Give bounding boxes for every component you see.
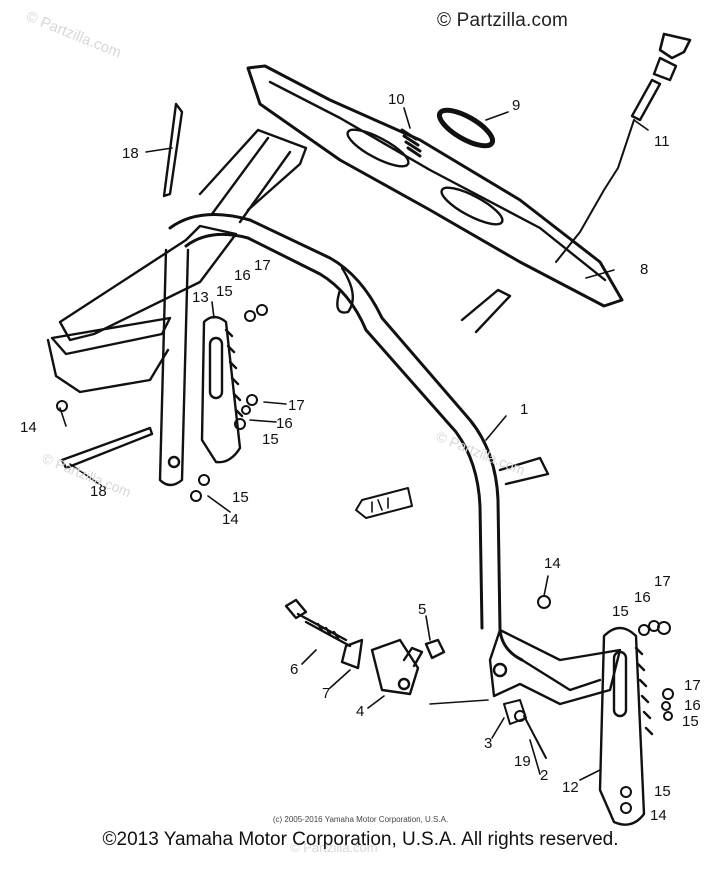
fasteners [56, 304, 674, 814]
callout-16-d: 16 [684, 697, 701, 714]
callout-10: 10 [388, 91, 405, 108]
part-1-handle-frame [168, 213, 550, 662]
part-12-step-right [598, 626, 654, 826]
callout-14-c: 14 [544, 555, 561, 572]
part-left-bracket [46, 128, 308, 487]
callout-17-c: 17 [654, 573, 671, 590]
callout-3: 3 [484, 735, 492, 752]
part-4-clamp [370, 638, 424, 696]
callout-12: 12 [562, 779, 579, 796]
part-6-bolt [284, 598, 352, 648]
callout-11: 11 [654, 133, 670, 150]
callout-15-f: 15 [654, 783, 671, 800]
callout-4: 4 [356, 703, 364, 720]
part-18-rod-top [162, 102, 184, 198]
source-credit: (c) 2005-2016 Yamaha Motor Corporation, … [272, 815, 449, 824]
brand-watermark: © Partzilla.com [437, 10, 569, 31]
callout-17-d: 17 [684, 677, 701, 694]
watermark-4: © Partzilla.com [290, 840, 378, 855]
part-10-spring [400, 128, 422, 158]
callout-15-e: 15 [682, 713, 699, 730]
callout-15-b: 15 [262, 431, 279, 448]
callout-18-a: 18 [122, 145, 139, 162]
callout-8: 8 [640, 261, 648, 278]
part-11-choke-knob [555, 32, 692, 263]
part-9-ring [436, 107, 496, 149]
leader-lines [59, 107, 649, 781]
part-7-clip [340, 638, 364, 670]
callout-2: 2 [540, 767, 548, 784]
callout-15-c: 15 [232, 489, 249, 506]
callout-13: 13 [192, 289, 209, 306]
copyright-notice: ©2013 Yamaha Motor Corporation, U.S.A. A… [102, 829, 619, 850]
callout-18-b: 18 [90, 483, 107, 500]
callout-16-b: 16 [276, 415, 293, 432]
callout-5: 5 [418, 601, 426, 618]
part-13-step-left [200, 315, 244, 464]
callout-7: 7 [322, 685, 330, 702]
callout-16-a: 16 [234, 267, 251, 284]
callout-6: 6 [290, 661, 298, 678]
callout-16-c: 16 [634, 589, 651, 606]
callout-14-a: 14 [20, 419, 37, 436]
part-8-plate [246, 64, 624, 308]
callout-9: 9 [512, 97, 520, 114]
callout-1: 1 [520, 401, 528, 418]
callout-labels: 1 2 3 4 5 6 7 8 9 10 11 12 13 14 14 14 1… [20, 91, 701, 824]
callout-19: 19 [514, 753, 531, 770]
callout-17-a: 17 [254, 257, 271, 274]
callout-17-b: 17 [288, 397, 305, 414]
part-right-bracket [429, 628, 622, 706]
callout-15-d: 15 [612, 603, 629, 620]
callout-14-d: 14 [650, 807, 667, 824]
part-5-pin [424, 638, 446, 660]
part-18-rod-bottom [60, 426, 154, 470]
callout-14-b: 14 [222, 511, 239, 528]
callout-15-a: 15 [216, 283, 233, 300]
fwd-direction-tag [355, 487, 413, 519]
